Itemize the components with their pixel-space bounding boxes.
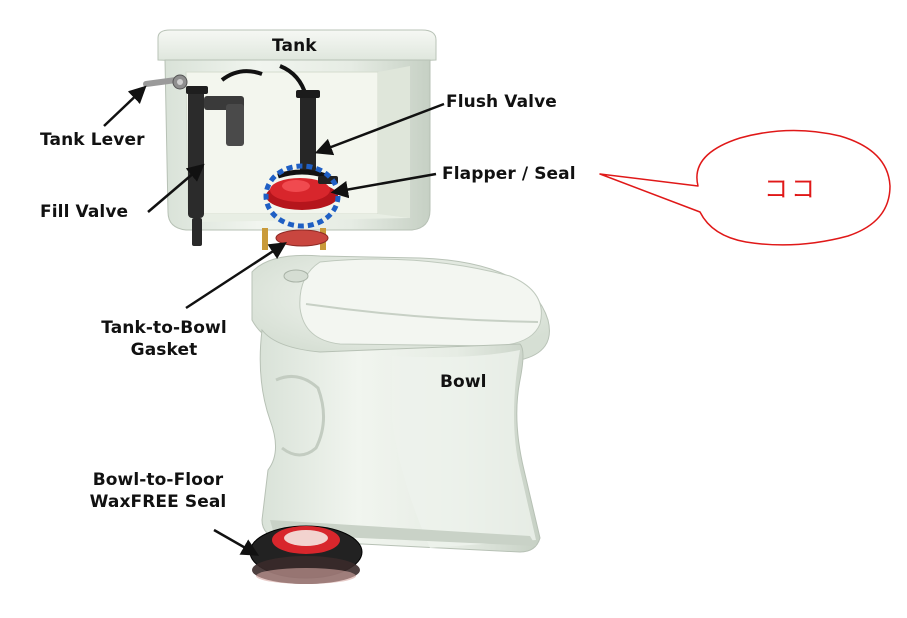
floor-seal-arrow: [213, 528, 260, 556]
tank-to-bowl-gasket-label: Tank-to-Bowl Gasket: [84, 318, 244, 360]
bowl-seat-lid: [299, 258, 542, 347]
bowl-to-floor-seal-label: Bowl-to-Floor WaxFREE Seal: [70, 470, 246, 512]
fill-valve-arrow: [147, 163, 205, 213]
flapper-seal-arrow: [330, 172, 437, 199]
tank-to-bowl-label-line2: Gasket: [130, 340, 198, 360]
leader-lines: [103, 85, 445, 556]
tank-lever-arrow: [103, 85, 147, 127]
tank-lever-part: [143, 74, 188, 90]
fill-valve-part: [186, 86, 244, 246]
tank-lever-label: Tank Lever: [40, 130, 145, 150]
tank-to-bowl-label-line1: Tank-to-Bowl: [101, 318, 227, 338]
bowl-label: Bowl: [440, 372, 487, 392]
tank: [143, 29, 437, 250]
flush-valve-arrow: [314, 102, 445, 156]
wax-free-label-line1: Bowl-to-Floor: [92, 470, 224, 490]
flush-valve-label: Flush Valve: [446, 92, 557, 112]
tank-to-bowl-gasket-part: [275, 229, 329, 247]
flush-valve-part: [296, 90, 320, 174]
wax-free-label-line2: WaxFREE Seal: [89, 492, 227, 512]
callout-bubble: [599, 129, 891, 246]
callout-text: ココ: [764, 175, 818, 203]
bowl: [251, 254, 550, 553]
gasket-arrow: [185, 242, 287, 310]
fill-valve-label: Fill Valve: [40, 202, 129, 222]
bowl-to-floor-seal-part: [249, 525, 363, 584]
tank-label: Tank: [272, 36, 317, 56]
flapper-seal-label: Flapper / Seal: [442, 164, 576, 184]
